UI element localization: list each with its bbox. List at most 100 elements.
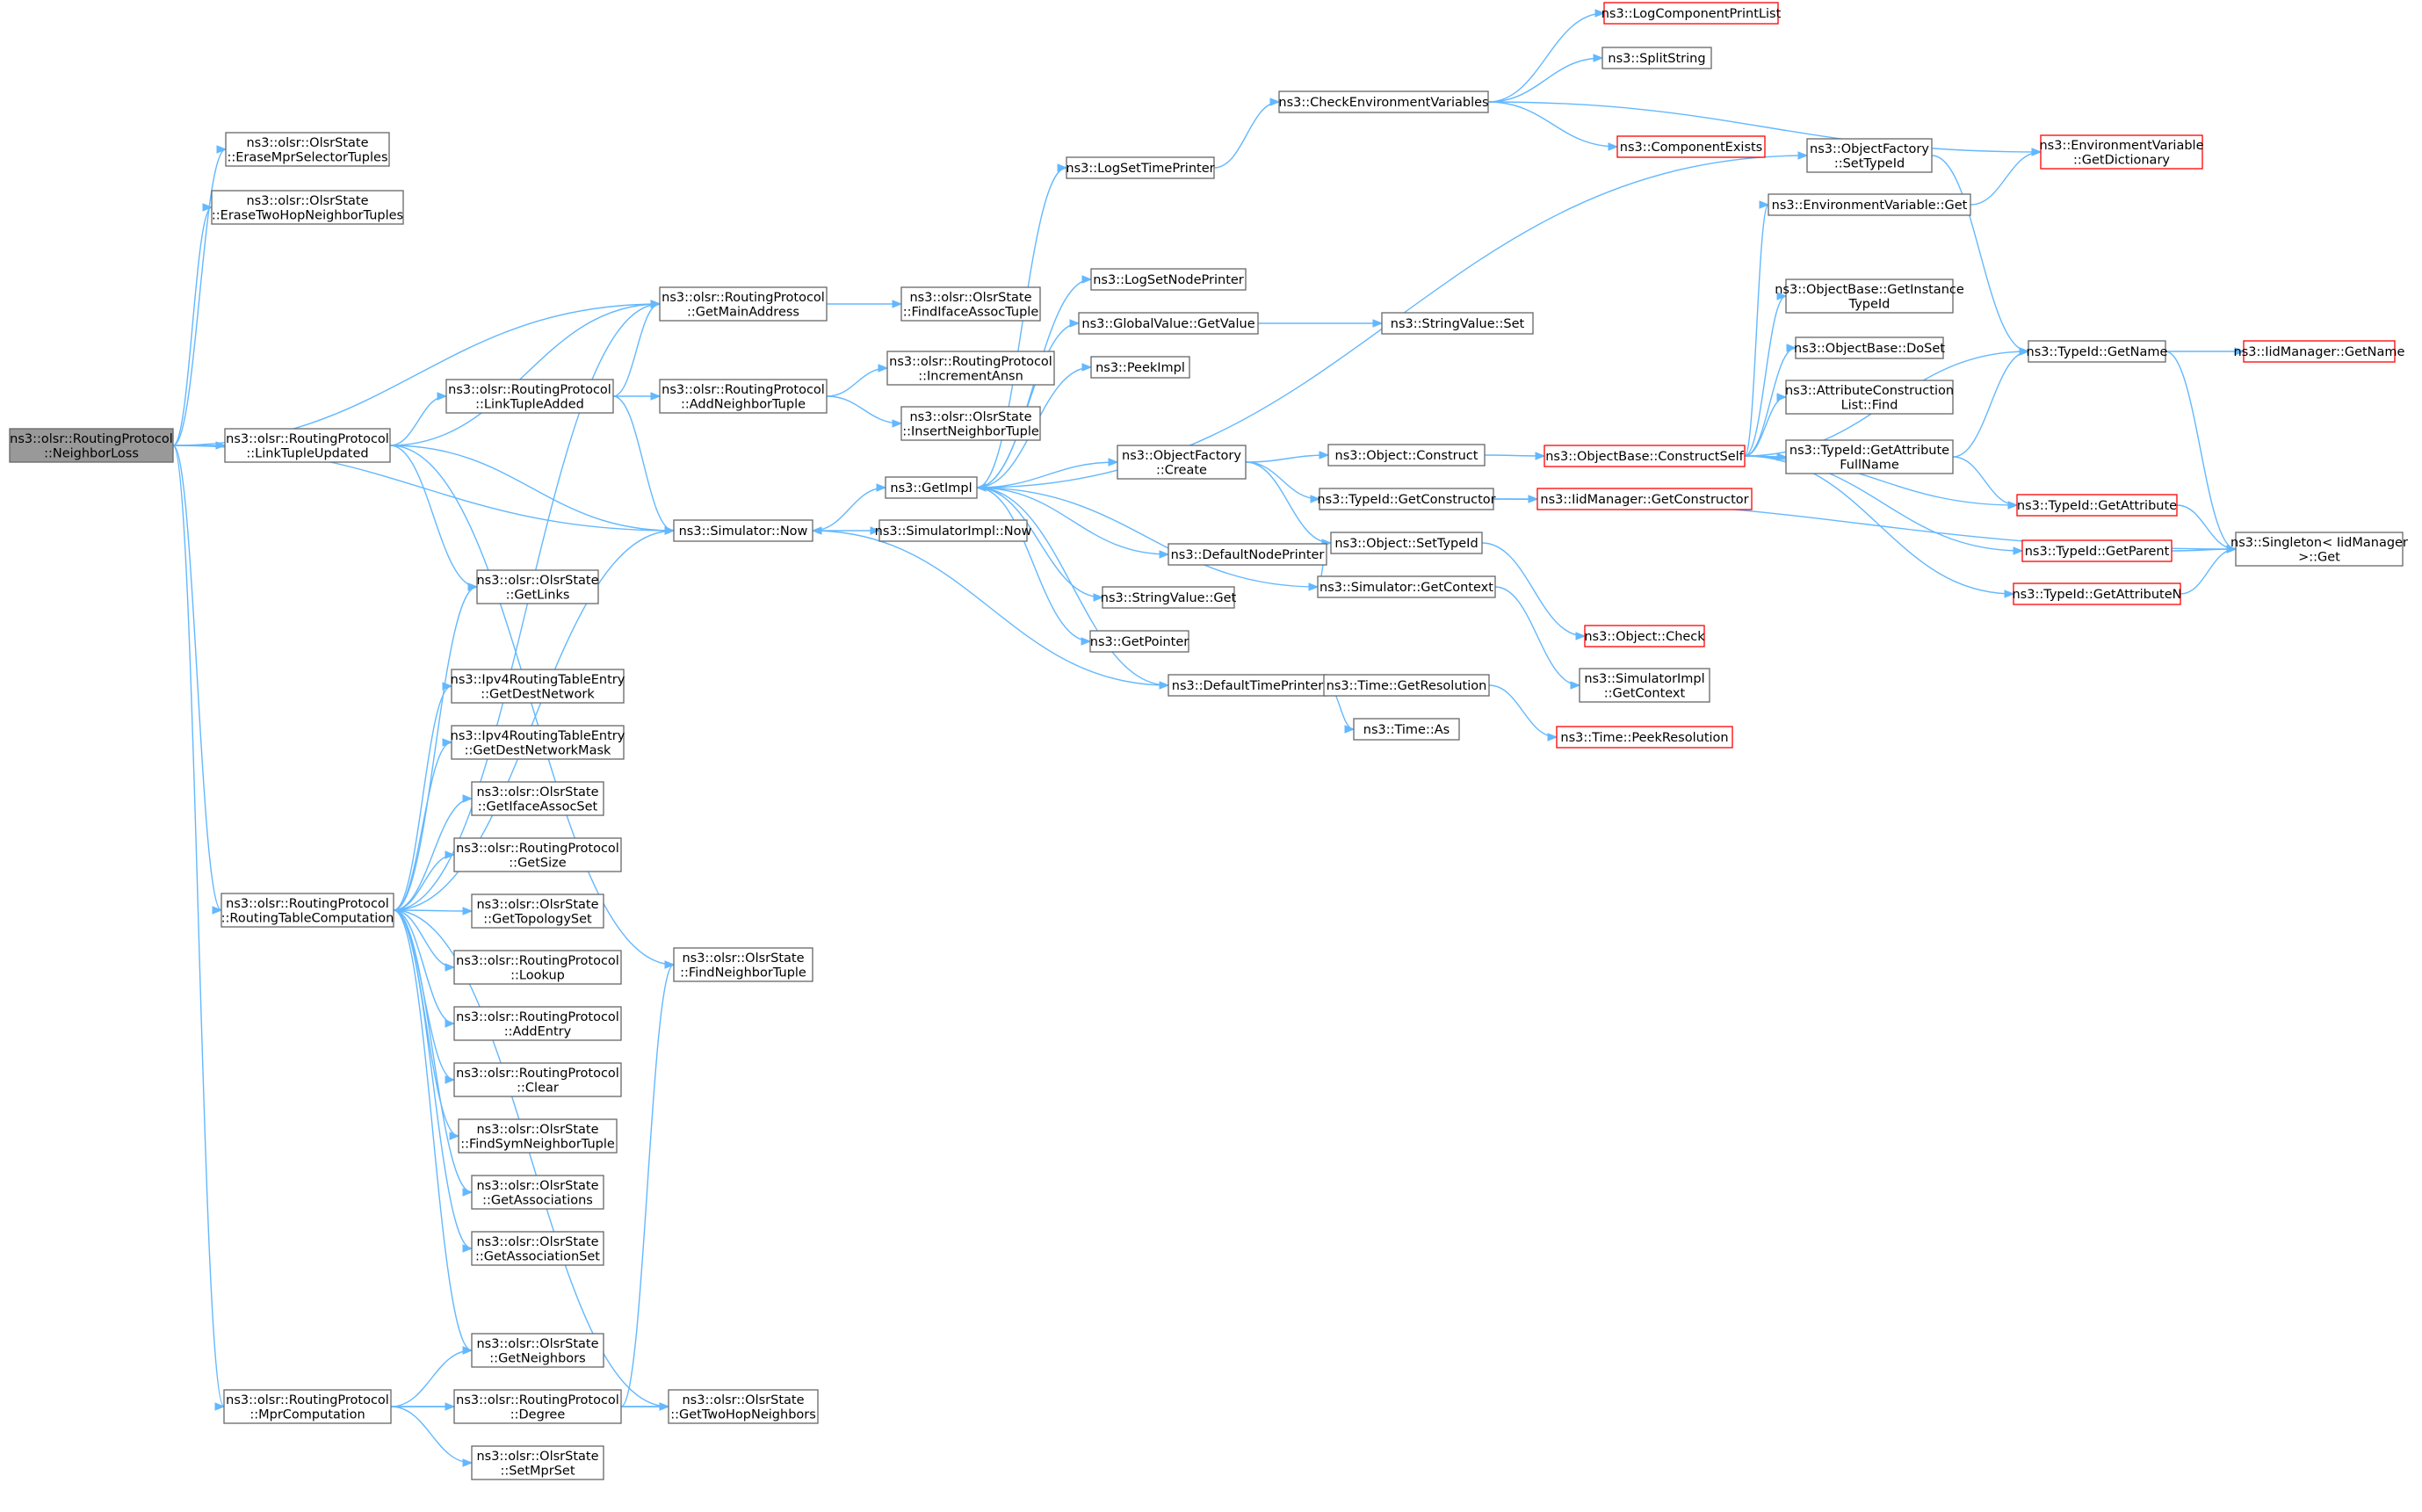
node-objConstruct[interactable]: ns3::Object::Construct xyxy=(1327,444,1486,467)
node-label: ::Create xyxy=(1156,463,1207,477)
node-typeIdGetParent[interactable]: ns3::TypeId::GetParent xyxy=(2021,539,2173,562)
node-label: ::MprComputation xyxy=(249,1407,365,1422)
node-stringValueGet[interactable]: ns3::StringValue::Get xyxy=(1101,586,1237,609)
node-logSetNodePrinter[interactable]: ns3::LogSetNodePrinter xyxy=(1090,268,1247,291)
node-label: ns3::LogSetTimePrinter xyxy=(1066,162,1214,176)
node-mprComp[interactable]: ns3::olsr::RoutingProtocol::MprComputati… xyxy=(223,1389,392,1424)
node-getSize[interactable]: ns3::olsr::RoutingProtocol::GetSize xyxy=(453,837,622,872)
node-box xyxy=(1601,47,1712,69)
node-typeIdGetName[interactable]: ns3::TypeId::GetName xyxy=(2027,340,2168,363)
node-typeIdGetConstructor[interactable]: ns3::TypeId::GetConstructor xyxy=(1317,488,1496,510)
node-timeGetResolution[interactable]: ns3::Time::GetResolution xyxy=(1323,674,1490,697)
node-setMprSet[interactable]: ns3::olsr::OlsrState::SetMprSet xyxy=(471,1445,604,1480)
node-typeIdGetAttributeN[interactable]: ns3::TypeId::GetAttributeN xyxy=(2012,582,2182,605)
call-edge-routingTableComp-to-getMainAddress xyxy=(393,300,662,911)
call-edge-getImpl-to-globalGetValue xyxy=(976,319,1081,488)
node-objFactoryCreate[interactable]: ns3::ObjectFactory::Create xyxy=(1117,445,1247,480)
node-routingTableComp[interactable]: ns3::olsr::RoutingProtocol::RoutingTable… xyxy=(221,893,394,928)
node-linkTupleAdded[interactable]: ns3::olsr::RoutingProtocol::LinkTupleAdd… xyxy=(445,379,614,414)
call-edge-getImpl-to-objFactoryCreate xyxy=(976,458,1119,488)
node-getLinks[interactable]: ns3::olsr::OlsrState::GetLinks xyxy=(476,569,599,604)
node-objFactorySetTypeId[interactable]: ns3::ObjectFactory::SetTypeId xyxy=(1806,138,1933,173)
node-box xyxy=(453,1006,622,1041)
node-getTwoHop[interactable]: ns3::olsr::OlsrState::GetTwoHopNeighbors xyxy=(668,1389,819,1424)
node-stringValueSet[interactable]: ns3::StringValue::Set xyxy=(1381,312,1534,335)
node-box xyxy=(2040,134,2203,170)
node-box xyxy=(659,286,828,322)
node-getMainAddress[interactable]: ns3::olsr::RoutingProtocol::GetMainAddre… xyxy=(659,286,828,322)
node-degree[interactable]: ns3::olsr::RoutingProtocol::Degree xyxy=(453,1389,622,1424)
node-getPointer[interactable]: ns3::GetPointer xyxy=(1089,630,1189,653)
node-addNeighborTuple[interactable]: ns3::olsr::RoutingProtocol::AddNeighborT… xyxy=(659,379,828,414)
node-getTopologySet[interactable]: ns3::olsr::OlsrState::GetTopologySet xyxy=(471,893,604,929)
node-label: ns3::olsr::OlsrState xyxy=(476,1123,598,1137)
node-objBaseConstructSelf[interactable]: ns3::ObjectBase::ConstructSelf xyxy=(1544,445,1746,467)
node-objCheck[interactable]: ns3::Object::Check xyxy=(1584,625,1705,647)
call-edge-simGetContext-to-getImpl xyxy=(975,483,1319,588)
node-simImplGetContext[interactable]: ns3::SimulatorImpl::GetContext xyxy=(1579,668,1710,703)
node-linkTupleUpdated[interactable]: ns3::olsr::RoutingProtocol::LinkTupleUpd… xyxy=(224,428,391,463)
node-getImpl[interactable]: ns3::GetImpl xyxy=(885,476,978,499)
node-splitString[interactable]: ns3::SplitString xyxy=(1601,47,1712,69)
node-box xyxy=(900,406,1041,441)
node-singletonGet[interactable]: ns3::Singleton< IidManager >::Get xyxy=(2230,532,2408,567)
node-defaultTimePrinter[interactable]: ns3::DefaultTimePrinter xyxy=(1168,674,1327,697)
node-root[interactable]: ns3::olsr::RoutingProtocol::NeighborLoss xyxy=(9,428,174,463)
node-findIface[interactable]: ns3::olsr::OlsrState::FindIfaceAssocTupl… xyxy=(900,286,1041,322)
node-box xyxy=(1278,90,1489,113)
node-eraseTwoHop[interactable]: ns3::olsr::OlsrState::EraseTwoHopNeighbo… xyxy=(211,190,404,225)
node-box xyxy=(225,132,390,167)
node-label: ns3::olsr::OlsrState xyxy=(476,1337,598,1351)
node-getDestNet[interactable]: ns3::Ipv4RoutingTableEntry::GetDestNetwo… xyxy=(451,669,625,704)
node-label: ns3::olsr::OlsrState xyxy=(909,410,1031,424)
call-edge-linkTupleUpdated-to-findNeighborTuple xyxy=(389,445,676,969)
node-peekImpl[interactable]: ns3::PeekImpl xyxy=(1090,356,1190,379)
node-eraseMpr[interactable]: ns3::olsr::OlsrState::EraseMprSelectorTu… xyxy=(225,132,390,167)
node-label: ::NeighborLoss xyxy=(44,446,139,460)
call-edge-checkEnvVars-to-logCompPrintList xyxy=(1487,9,1606,103)
node-addEntry[interactable]: ns3::olsr::RoutingProtocol::AddEntry xyxy=(453,1006,622,1041)
node-label: ns3::Time::As xyxy=(1363,723,1450,737)
node-simImplNow[interactable]: ns3::SimulatorImpl::Now xyxy=(875,519,1032,542)
call-edge-typeIdGetName-to-iidGetName xyxy=(2165,347,2245,356)
node-logSetTimePrinter[interactable]: ns3::LogSetTimePrinter xyxy=(1066,156,1215,179)
node-envGetDict[interactable]: ns3::EnvironmentVariable::GetDictionary xyxy=(2039,134,2204,170)
node-globalGetValue[interactable]: ns3::GlobalValue::GetValue xyxy=(1078,312,1259,335)
node-getAssociationSet[interactable]: ns3::olsr::OlsrState::GetAssociationSet xyxy=(471,1231,604,1266)
node-objBaseDoSet[interactable]: ns3::ObjectBase::DoSet xyxy=(1794,336,1945,359)
node-getAssociations[interactable]: ns3::olsr::OlsrState::GetAssociations xyxy=(471,1175,604,1210)
node-label: ns3::Time::GetResolution xyxy=(1327,679,1487,693)
node-envGet[interactable]: ns3::EnvironmentVariable::Get xyxy=(1768,193,1971,216)
node-getNeighbors[interactable]: ns3::olsr::OlsrState::GetNeighbors xyxy=(471,1333,604,1368)
node-label: ns3::Simulator::Now xyxy=(679,524,808,539)
node-typeIdGetAttribute[interactable]: ns3::TypeId::GetAttribute xyxy=(2016,494,2178,517)
node-label: ::SetTypeId xyxy=(1834,156,1905,170)
node-getDestMask[interactable]: ns3::Ipv4RoutingTableEntry::GetDestNetwo… xyxy=(451,725,625,760)
node-clear[interactable]: ns3::olsr::RoutingProtocol::Clear xyxy=(453,1062,622,1097)
node-defaultNodePrinter[interactable]: ns3::DefaultNodePrinter xyxy=(1168,543,1327,566)
node-iidGetConstructor[interactable]: ns3::IidManager::GetConstructor xyxy=(1536,488,1753,510)
node-label: ::GetTopologySet xyxy=(483,912,592,926)
node-logCompPrintList[interactable]: ns3::LogComponentPrintList xyxy=(1601,2,1782,25)
node-componentExists[interactable]: ns3::ComponentExists xyxy=(1616,135,1766,158)
node-iidGetName[interactable]: ns3::IidManager::GetName xyxy=(2234,340,2405,363)
node-timeAs[interactable]: ns3::Time::As xyxy=(1353,718,1460,741)
node-lookup[interactable]: ns3::olsr::RoutingProtocol::Lookup xyxy=(453,950,622,985)
node-simNow[interactable]: ns3::Simulator::Now xyxy=(673,519,813,542)
node-simGetContext[interactable]: ns3::Simulator::GetContext xyxy=(1317,575,1496,598)
call-edge-typeIdGetAttrFullName-to-typeIdGetName xyxy=(1952,347,2030,458)
node-objSetTypeId[interactable]: ns3::Object::SetTypeId xyxy=(1330,532,1483,554)
call-edge-objBaseConstructSelf-to-objBaseGetInstance xyxy=(1744,292,1788,457)
call-edge-objConstruct-to-objBaseConstructSelf xyxy=(1484,452,1546,460)
node-findSymNeighbor[interactable]: ns3::olsr::OlsrState::FindSymNeighborTup… xyxy=(458,1118,618,1154)
node-incrementAnsn[interactable]: ns3::olsr::RoutingProtocol::IncrementAns… xyxy=(886,351,1055,386)
node-timePeekResolution[interactable]: ns3::Time::PeekResolution xyxy=(1556,726,1733,749)
node-insertNeighbor[interactable]: ns3::olsr::OlsrState::InsertNeighborTupl… xyxy=(900,406,1041,441)
node-getIfaceAssocSet[interactable]: ns3::olsr::OlsrState::GetIfaceAssocSet xyxy=(471,781,604,816)
node-label: ns3::SimulatorImpl xyxy=(1584,672,1704,686)
node-checkEnvVars[interactable]: ns3::CheckEnvironmentVariables xyxy=(1278,90,1489,113)
node-findNeighborTuple[interactable]: ns3::olsr::OlsrState::FindNeighborTuple xyxy=(673,947,813,982)
